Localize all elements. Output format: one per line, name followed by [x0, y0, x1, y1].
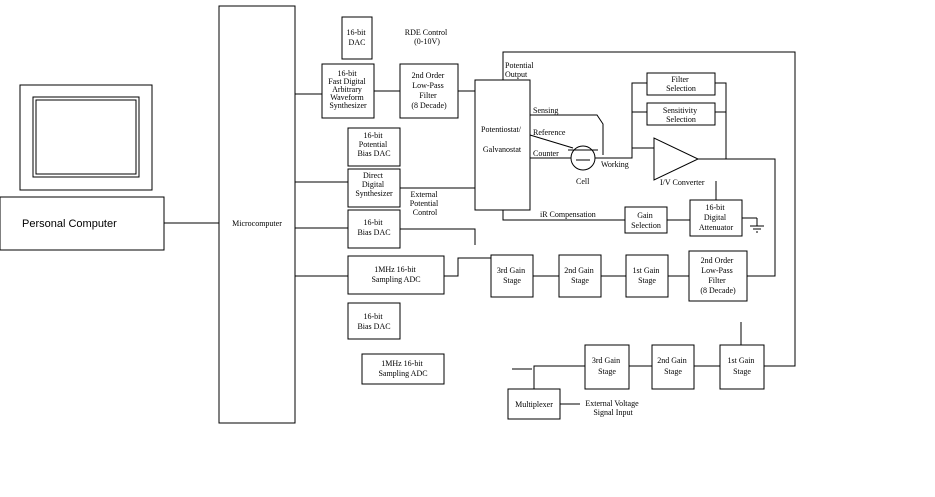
- gain2-upper-label: 2nd Gain Stage: [564, 266, 596, 285]
- bias-dac-1-box: [347, 209, 401, 249]
- dds-label: Direct Digital Synthesizer: [355, 171, 393, 198]
- potentiostat-label: Potentiostat/ Galvanostat: [481, 125, 523, 154]
- gain-selection-label: Gain Selection: [631, 211, 661, 230]
- working-label: Working: [601, 160, 629, 169]
- gain1-lower-label: 1st Gain Stage: [728, 356, 757, 376]
- sensitivity-selection-label: Sensitivity Selection: [663, 106, 699, 124]
- gain1-upper-box: [625, 254, 669, 298]
- dac-16bit-label: 16-bit DAC: [346, 28, 367, 47]
- lowpass-top-label: 2nd Order Low-Pass Filter (8 Decade): [411, 71, 447, 110]
- iv-converter-symbol: [653, 137, 700, 181]
- personal-computer-box: [0, 196, 165, 251]
- filter-selection-box: [646, 72, 716, 96]
- bias-dac-1-label: 16-bit Bias DAC: [357, 218, 390, 237]
- adc-2-box: [361, 353, 445, 385]
- microcomputer-box: [218, 5, 296, 424]
- awg-box: [321, 63, 375, 119]
- wires: [164, 51, 796, 405]
- sensitivity-selection-box: [646, 102, 716, 126]
- personal-computer-label: Personal Computer: [22, 218, 117, 230]
- adc-1-label: 1MHz 16-bit Sampling ADC: [371, 265, 420, 284]
- gain3-upper-box: [490, 254, 534, 298]
- sensing-label: Sensing: [533, 106, 558, 115]
- gain2-upper-box: [558, 254, 602, 298]
- gain3-lower-box: [584, 344, 630, 390]
- iv-converter-label: I/V Converter: [660, 178, 705, 187]
- gain3-lower-label: 3rd Gain Stage: [592, 356, 622, 376]
- counter-label: Counter: [533, 149, 559, 158]
- adc-1-box: [347, 255, 445, 295]
- lowpass-bottom-box: [688, 250, 748, 302]
- digital-attenuator-box: [689, 199, 743, 237]
- bias-dac-2-box: [347, 302, 401, 340]
- awg-label: 16-bit Fast Digital Arbitrary Waveform S…: [328, 69, 368, 110]
- potentiostat-box: [474, 79, 531, 211]
- cell-label: Cell: [576, 177, 590, 186]
- ir-compensation-label: iR Compensation: [540, 210, 596, 219]
- gain3-upper-label: 3rd Gain Stage: [497, 266, 527, 285]
- gain1-lower-box: [719, 344, 765, 390]
- gain2-lower-label: 2nd Gain Stage: [657, 356, 689, 376]
- filter-selection-label: Filter Selection: [666, 75, 696, 93]
- dac-16bit-box: [341, 16, 373, 60]
- lowpass-bottom-label: 2nd Order Low-Pass Filter (8 Decade): [700, 256, 736, 295]
- monitor-icon: [19, 84, 153, 191]
- bias-dac-2-label: 16-bit Bias DAC: [357, 312, 390, 331]
- gain1-upper-label: 1st Gain Stage: [633, 266, 662, 285]
- gain2-lower-box: [651, 344, 695, 390]
- cell-icon: [568, 145, 598, 171]
- rde-control-label: RDE Control (0-10V): [405, 28, 449, 46]
- potential-output-label: Potential Output: [505, 61, 535, 79]
- potential-bias-dac-label: 16-bit Potential Bias DAC: [357, 131, 390, 158]
- multiplexer-label: Multiplexer: [515, 400, 553, 409]
- ground-icon: [742, 217, 764, 233]
- reference-label: Reference: [533, 128, 566, 137]
- external-potential-control-label: External Potential Control: [410, 190, 440, 217]
- potential-bias-dac-box: [347, 127, 401, 167]
- digital-attenuator-label: 16-bit Digital Attenuator: [699, 203, 734, 232]
- adc-2-label: 1MHz 16-bit Sampling ADC: [378, 359, 427, 378]
- external-voltage-label: External Voltage Signal Input: [585, 399, 640, 417]
- microcomputer-label: Microcomputer: [232, 219, 282, 228]
